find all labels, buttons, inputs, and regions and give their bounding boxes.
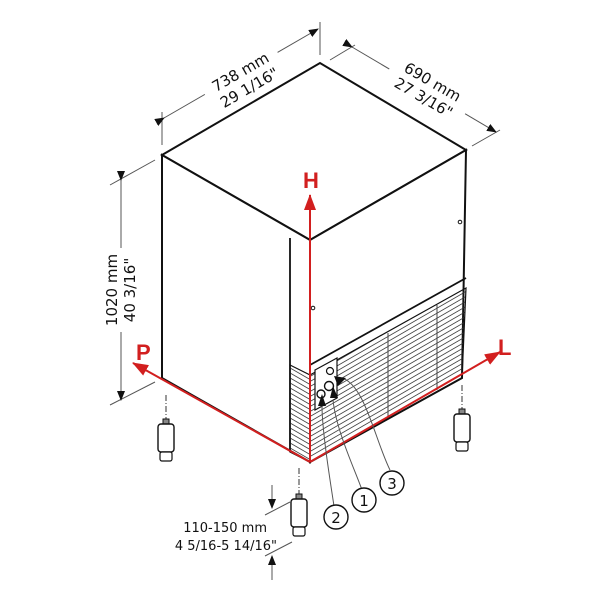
depth-axis-arrow: [132, 362, 311, 463]
callout-2-leader: [321, 405, 335, 507]
axis-label-p: P: [136, 340, 151, 365]
height-mm: 1020 mm: [103, 254, 121, 326]
feet-dimension: 110-150 mm 4 5/16-5 14/16": [175, 485, 293, 580]
foot-left: [157, 395, 175, 462]
feet-mm: 110-150 mm: [183, 521, 267, 536]
connection-3-port: [325, 366, 335, 376]
callouts: 2 1 3: [318, 376, 405, 530]
svg-text:2: 2: [331, 509, 341, 527]
feet: [157, 385, 471, 537]
screw-icon: [310, 305, 316, 311]
axis-label-h: H: [303, 168, 319, 193]
cabinet: [160, 61, 468, 464]
left-grille-strip: [289, 364, 311, 463]
callout-1-leader: [332, 399, 363, 491]
callout-1: 1: [351, 487, 377, 513]
height-inch: 40 3/16": [121, 258, 139, 322]
height-dimension: 1020 mm 40 3/16": [101, 159, 156, 406]
connection-2-port: [316, 389, 326, 399]
screw-icon: [457, 219, 463, 225]
callout-2: 2: [323, 504, 349, 530]
svg-text:1: 1: [359, 492, 369, 510]
grille-top-edge: [309, 277, 467, 366]
feet-inch: 4 5/16-5 14/16": [175, 539, 277, 554]
axis-label-l: L: [498, 335, 511, 360]
axes: H L P: [132, 168, 511, 463]
svg-text:3: 3: [387, 475, 397, 493]
foot-right: [453, 385, 471, 452]
foot-front: [290, 468, 308, 537]
width-axis-arrow: [309, 351, 501, 463]
callout-3-leader: [341, 377, 391, 471]
connection-1-port: [323, 380, 335, 392]
callout-3: 3: [379, 470, 405, 496]
